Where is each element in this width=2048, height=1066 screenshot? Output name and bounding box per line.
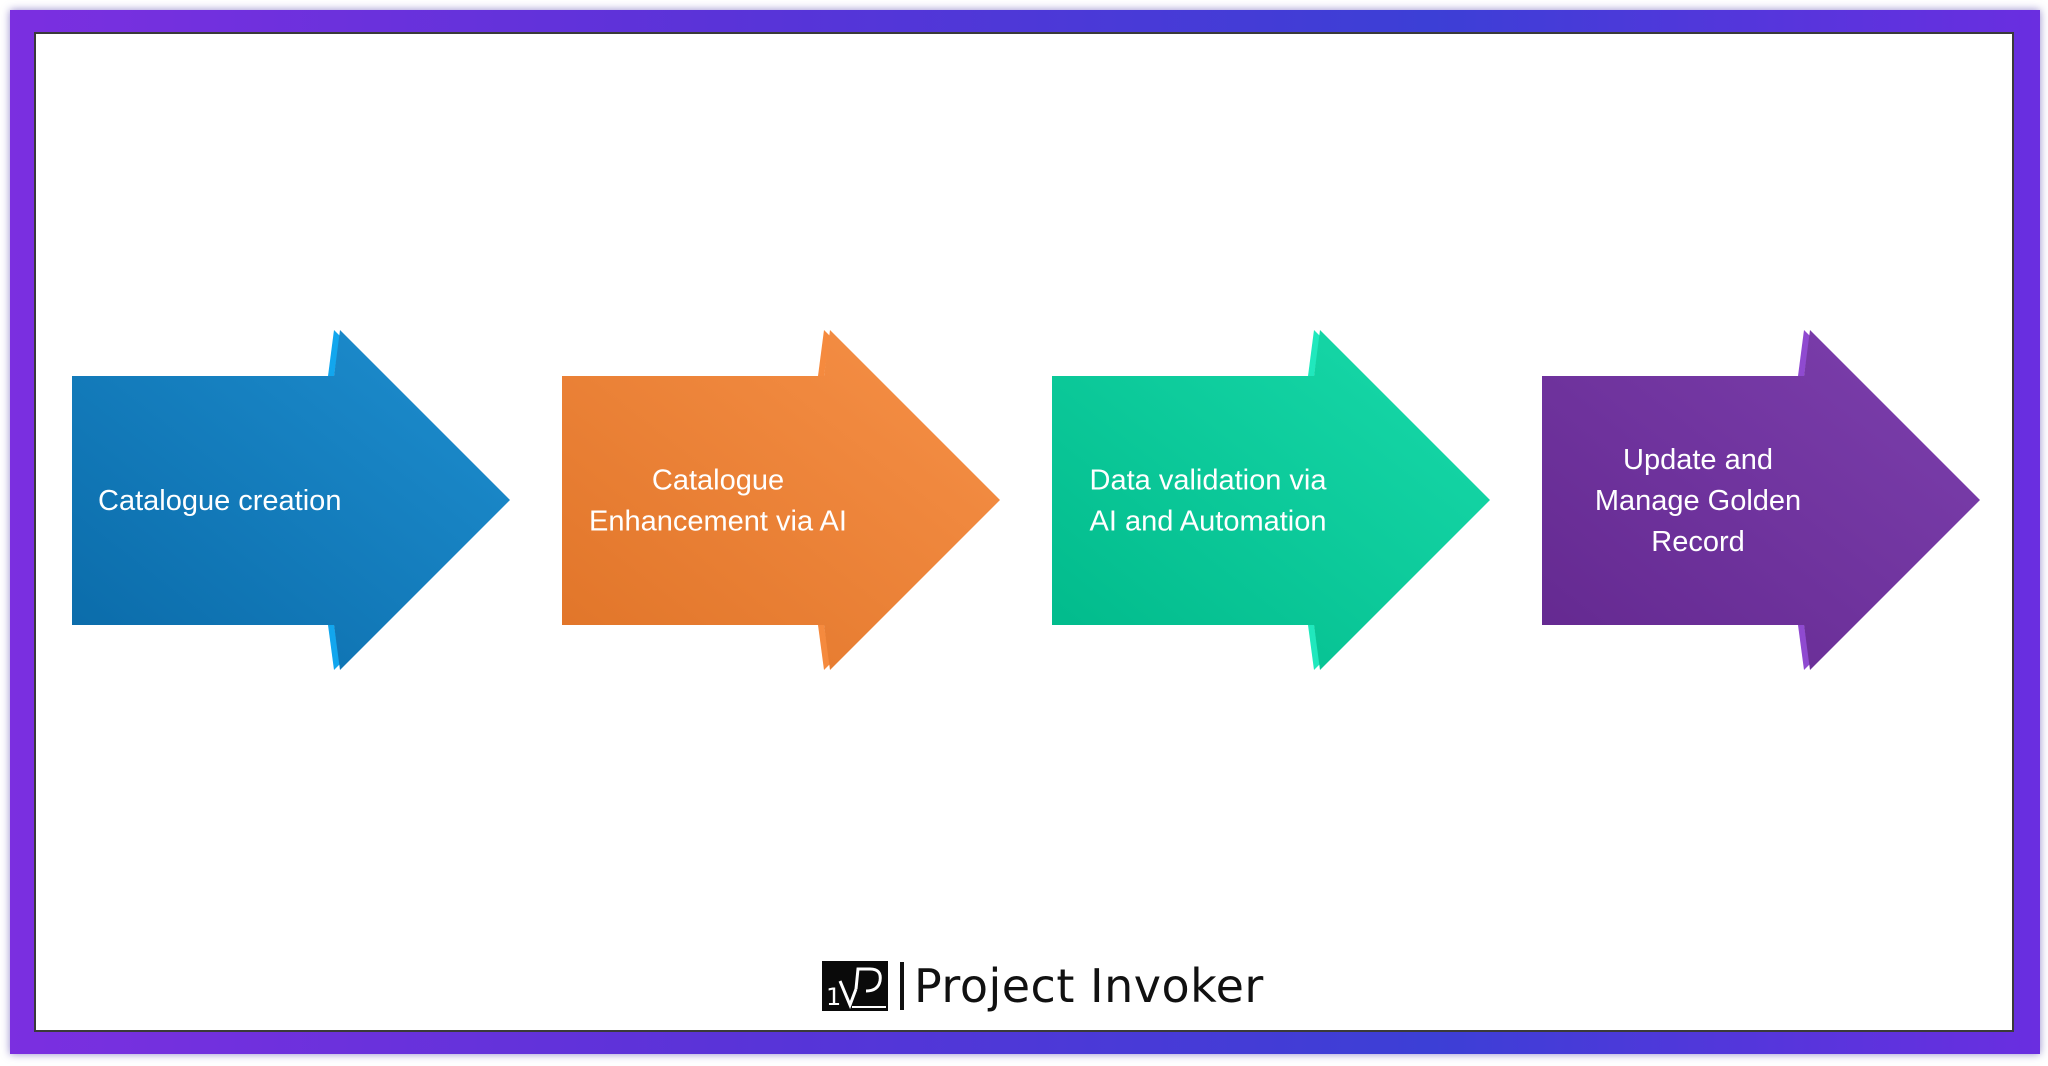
arrow-head-tab-top — [328, 330, 340, 376]
arrow-shape — [562, 330, 1000, 670]
arrow-head-tab-top — [818, 330, 830, 376]
project-invoker-logo: 1 Project Invoker — [822, 958, 1264, 1014]
arrow-head-tab-top — [1798, 330, 1810, 376]
arrow-head-tab-bottom — [1798, 625, 1810, 670]
logo-separator — [900, 962, 904, 1010]
process-step-label: Enhancement via AI — [589, 506, 847, 538]
arrow-head-tab-top — [1308, 330, 1320, 376]
process-step-label: Catalogue creation — [98, 485, 341, 517]
logo-mark-icon: 1 — [822, 961, 888, 1011]
process-step-label: Data validation via — [1090, 465, 1328, 497]
process-step-label: Update and — [1623, 444, 1773, 476]
process-step-label: Record — [1651, 526, 1745, 558]
arrow-shape — [72, 330, 510, 670]
process-step-1: Catalogue creation — [72, 330, 510, 670]
process-step-label: Manage Golden — [1595, 485, 1801, 517]
process-step-label: AI and Automation — [1090, 506, 1327, 538]
arrow-head-tab-bottom — [328, 625, 340, 670]
svg-text:1: 1 — [826, 983, 841, 1011]
arrow-shape — [1052, 330, 1490, 670]
arrow-head-tab-bottom — [1308, 625, 1320, 670]
process-step-3: Data validation via AI and Automation — [1052, 330, 1490, 670]
arrow-shape — [1542, 330, 1980, 670]
arrow-head-tab-bottom — [818, 625, 830, 670]
process-step-label: Catalogue — [652, 465, 784, 497]
logo-name: Project Invoker — [914, 959, 1264, 1013]
